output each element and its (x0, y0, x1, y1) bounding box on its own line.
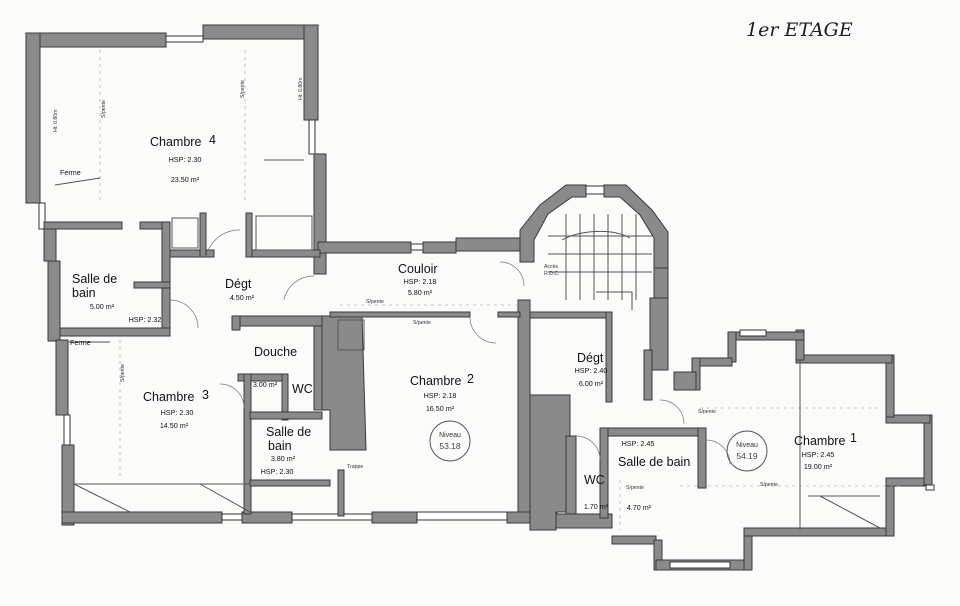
room-area: 5.80 m² (408, 288, 433, 297)
room-name: WC (292, 382, 313, 396)
room-hsp: HSP: 2.30 (161, 408, 194, 417)
room-name: Dégt (577, 351, 604, 365)
annotations: Ferme Ferme Trappe Accès R.D.C. S/pente … (53, 78, 778, 492)
room-wc-1: WC (292, 382, 313, 396)
room-chambre-2: Chambre 2 HSP: 2.18 16.50 m² (410, 372, 474, 413)
room-hsp: HSP: 2.40 (575, 366, 608, 375)
room-hsp: HSP: 2.45 (802, 450, 835, 459)
interior-walls (43, 212, 653, 517)
ferme-label: Ferme (60, 168, 81, 177)
room-degt-2: Dégt HSP: 2.40 6.00 m² (575, 351, 608, 388)
room-hsp: HSP: 2.32 (129, 315, 162, 324)
room-hsp: HSP: 2.18 (404, 277, 437, 286)
level-marker-ch2: Niveau 53.18 (429, 420, 471, 462)
room-number: 1 (850, 431, 857, 445)
room-area: 5.00 m² (90, 302, 115, 311)
room-area: 16.50 m² (426, 404, 455, 413)
level-label: Niveau (439, 432, 461, 439)
room-name: Salle de bain (618, 455, 690, 469)
level-value: 54.19 (736, 451, 758, 461)
room-douche: Douche 3.00 m² (253, 345, 297, 389)
room-couloir: Couloir HSP: 2.18 5.80 m² (398, 262, 438, 297)
room-hsp: HSP: 2.30 (261, 467, 294, 476)
room-area: 3.80 m² (271, 454, 296, 463)
spente-label-2: S/pente (413, 320, 431, 326)
acces-label-2: R.D.C. (544, 271, 560, 277)
acces-label: Accès (544, 264, 559, 270)
room-area: 14.50 m² (160, 421, 189, 430)
room-area: 4.70 m² (627, 503, 652, 512)
room-degt-1: Dégt 4.50 m² (225, 277, 255, 302)
spente-label-5: S/pente (626, 485, 644, 491)
room-area: 4.50 m² (230, 293, 255, 302)
room-area: 23.50 m² (171, 175, 200, 184)
level-marker-ch1: Niveau 54.19 (726, 430, 768, 472)
trappe-label: Trappe (347, 464, 363, 470)
room-area: 19.00 m² (804, 462, 833, 471)
spente-label-4: S/pente (760, 482, 778, 488)
room-salle-de-bain-1: HSP: 2.45 Salle de bain 4.70 m² (618, 439, 690, 512)
room-area: 3.00 m² (253, 380, 278, 389)
height-label-2: Ht: 0.80m (298, 78, 304, 101)
room-wc-2: WC 1.70 m² (584, 473, 609, 511)
spente-label-6: S/pente (101, 100, 107, 118)
room-number: 2 (467, 372, 474, 386)
spente-label-3: S/pente (698, 409, 716, 415)
room-name: Dégt (225, 277, 252, 291)
room-name: Chambre (150, 135, 201, 149)
plan-title: 1er ETAGE (746, 19, 853, 41)
exterior-walls (25, 24, 935, 571)
room-name: Chambre (410, 374, 461, 388)
room-salle-de-bain-4: Salle de bain 5.00 m² HSP: 2.32 (72, 272, 161, 324)
room-name: WC (584, 473, 605, 487)
height-label: Ht: 0.80m (53, 110, 59, 133)
room-name: Douche (254, 345, 297, 359)
room-area: 6.00 m² (579, 379, 604, 388)
room-hsp: HSP: 2.45 (622, 439, 655, 448)
room-area: 1.70 m² (584, 502, 609, 511)
spente-label-8: S/pente (120, 364, 126, 382)
room-name: Couloir (398, 262, 438, 276)
room-salle-de-bain-3: Salle de bain 3.80 m² HSP: 2.30 (261, 425, 312, 476)
level-label: Niveau (736, 442, 758, 449)
room-name: Chambre (143, 390, 194, 404)
room-name-2: bain (268, 439, 292, 453)
room-hsp: HSP: 2.18 (424, 391, 457, 400)
room-number: 4 (209, 133, 216, 147)
room-name: Salle de (72, 272, 117, 286)
room-chambre-1: Chambre 1 HSP: 2.45 19.00 m² (794, 431, 857, 471)
room-number: 3 (202, 388, 209, 402)
room-name: Chambre (794, 434, 845, 448)
spente-label-7: S/pente (240, 80, 246, 98)
room-name: Salle de (266, 425, 311, 439)
level-value: 53.18 (439, 441, 461, 451)
room-hsp: HSP: 2.30 (169, 155, 202, 164)
room-chambre-3: Chambre 3 HSP: 2.30 14.50 m² (143, 388, 209, 430)
room-chambre-4: Chambre 4 HSP: 2.30 23.50 m² (150, 133, 216, 184)
room-name-2: bain (72, 286, 96, 300)
detail-lines (54, 50, 900, 530)
spente-label: S/pente (366, 299, 384, 305)
ferme-label-2: Ferme (70, 338, 91, 347)
